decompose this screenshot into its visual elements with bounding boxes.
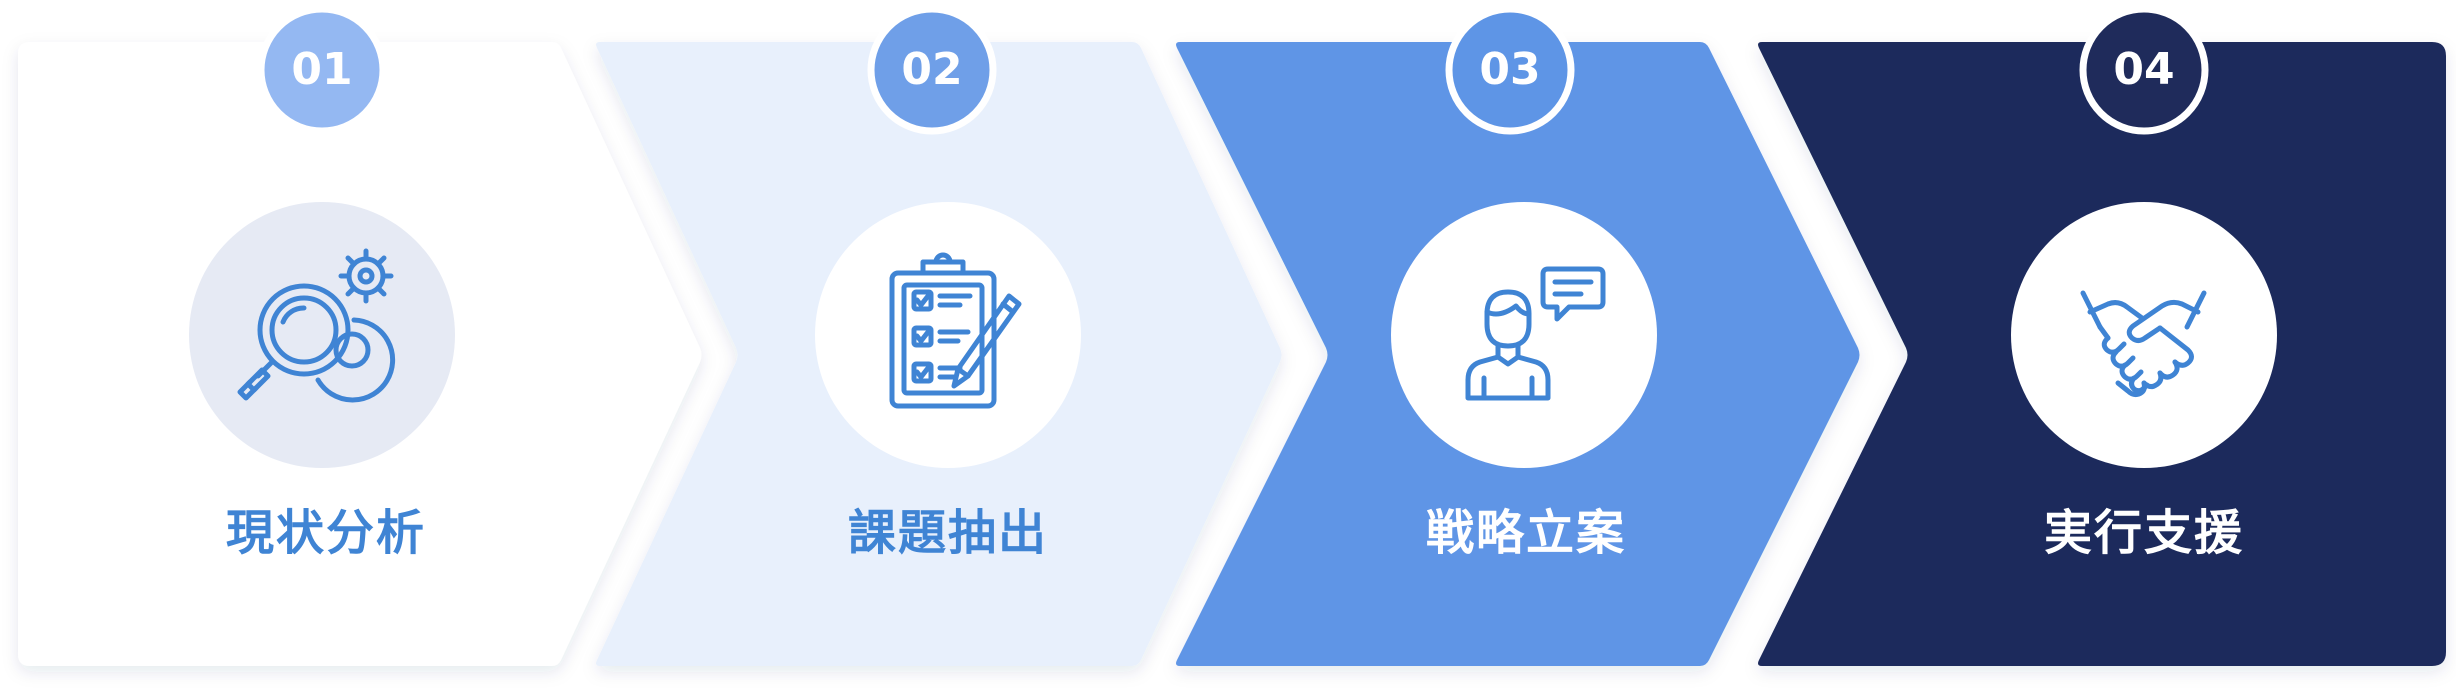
step-2-label: 課題抽出 [847,505,1048,561]
step-4-number: 04 [2113,44,2175,95]
step-4-icon-disc [2011,202,2277,468]
step-2-icon-disc [815,202,1081,468]
step-2-number-badge [867,5,997,135]
step-3-label: 戦略立案 [1425,505,1626,561]
step-1-icon-disc [189,202,455,468]
step-2-number: 02 [901,44,963,95]
step-4-label: 実行支援 [2043,505,2244,561]
step-3-number: 03 [1479,44,1541,95]
consultant-chat-icon [1465,266,1606,401]
step-4-number-badge [2079,5,2209,135]
step-1-label: 現状分析 [225,505,426,561]
clipboard-checklist-icon [889,252,1022,409]
handshake-icon [2080,290,2207,398]
magnifier-gears-icon [237,248,396,403]
step-1-number-badge [257,5,387,135]
step-3-number-badge [1445,5,1575,135]
step-3-icon-disc [1391,202,1657,468]
step-1-number: 01 [291,44,353,95]
